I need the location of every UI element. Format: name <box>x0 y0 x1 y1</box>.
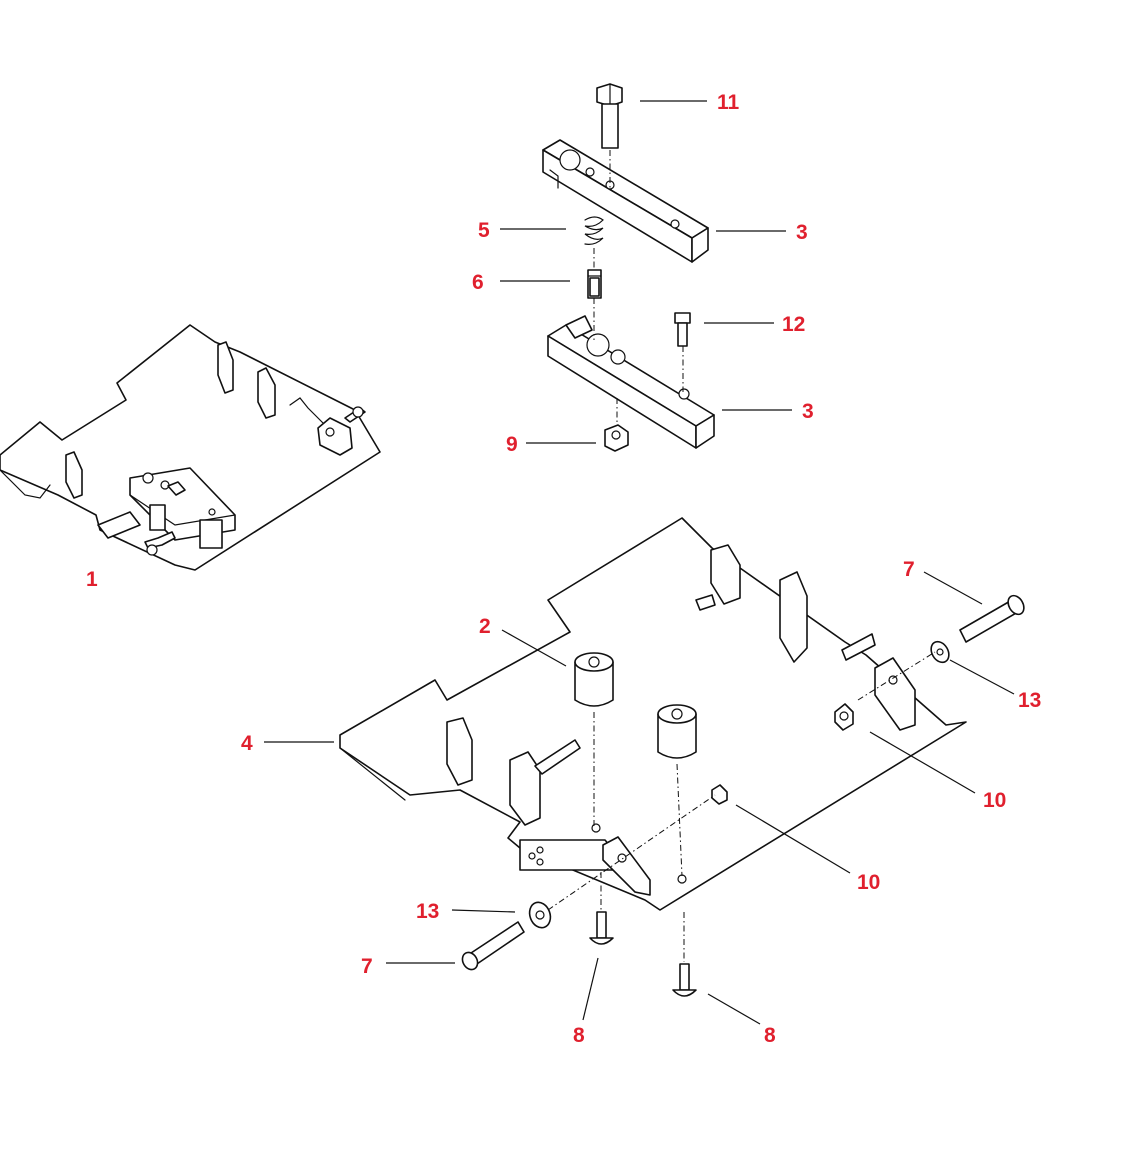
hex-bolt-part-11 <box>596 83 623 149</box>
socket-bolt-right-part-7 <box>959 594 1025 643</box>
callout-10b: 10 <box>857 871 880 894</box>
callout-2: 2 <box>479 615 491 638</box>
callout-10a: 10 <box>983 789 1006 812</box>
callout-8a: 8 <box>573 1024 585 1047</box>
rubber-bumper-part-2 <box>574 652 614 707</box>
rubber-bumper-second <box>657 704 697 759</box>
socket-cap-screw-part-6 <box>587 269 602 299</box>
hex-nut-part-9 <box>604 424 629 452</box>
callout-12: 12 <box>782 313 805 336</box>
callout-9: 9 <box>506 433 518 456</box>
callout-3a: 3 <box>796 221 808 244</box>
callout-labels: 1 2 3 3 4 5 6 7 7 8 8 9 10 10 11 12 13 1… <box>86 91 1041 1047</box>
compression-spring-part-5 <box>584 216 604 245</box>
nylock-nut-center-part-10 <box>711 784 728 805</box>
callout-1: 1 <box>86 568 98 591</box>
socket-bolt-left-part-7 <box>461 921 525 971</box>
assembled-bracket-view <box>0 324 381 571</box>
nylock-nut-right-part-10 <box>834 703 854 731</box>
callout-5: 5 <box>478 219 490 242</box>
callout-7a: 7 <box>903 558 915 581</box>
socket-cap-screw-part-12 <box>674 312 691 347</box>
bracket-plate-part-4 <box>339 517 967 911</box>
callout-11: 11 <box>717 91 740 114</box>
callout-3b: 3 <box>802 400 814 423</box>
washer-right-part-13 <box>930 640 950 664</box>
washer-left-part-13 <box>528 901 552 929</box>
leader-lines <box>264 100 1015 1025</box>
flat-head-screw-left-part-8 <box>589 911 614 945</box>
clamp-block-lower-part-3 <box>547 315 715 449</box>
flat-head-screw-right-part-8 <box>672 963 697 997</box>
callout-13b: 13 <box>416 900 439 923</box>
callout-8b: 8 <box>764 1024 776 1047</box>
callout-6: 6 <box>472 271 484 294</box>
callout-7b: 7 <box>361 955 373 978</box>
clamp-block-upper-part-3 <box>542 139 709 263</box>
callout-13a: 13 <box>1018 689 1041 712</box>
callout-4: 4 <box>241 732 253 755</box>
